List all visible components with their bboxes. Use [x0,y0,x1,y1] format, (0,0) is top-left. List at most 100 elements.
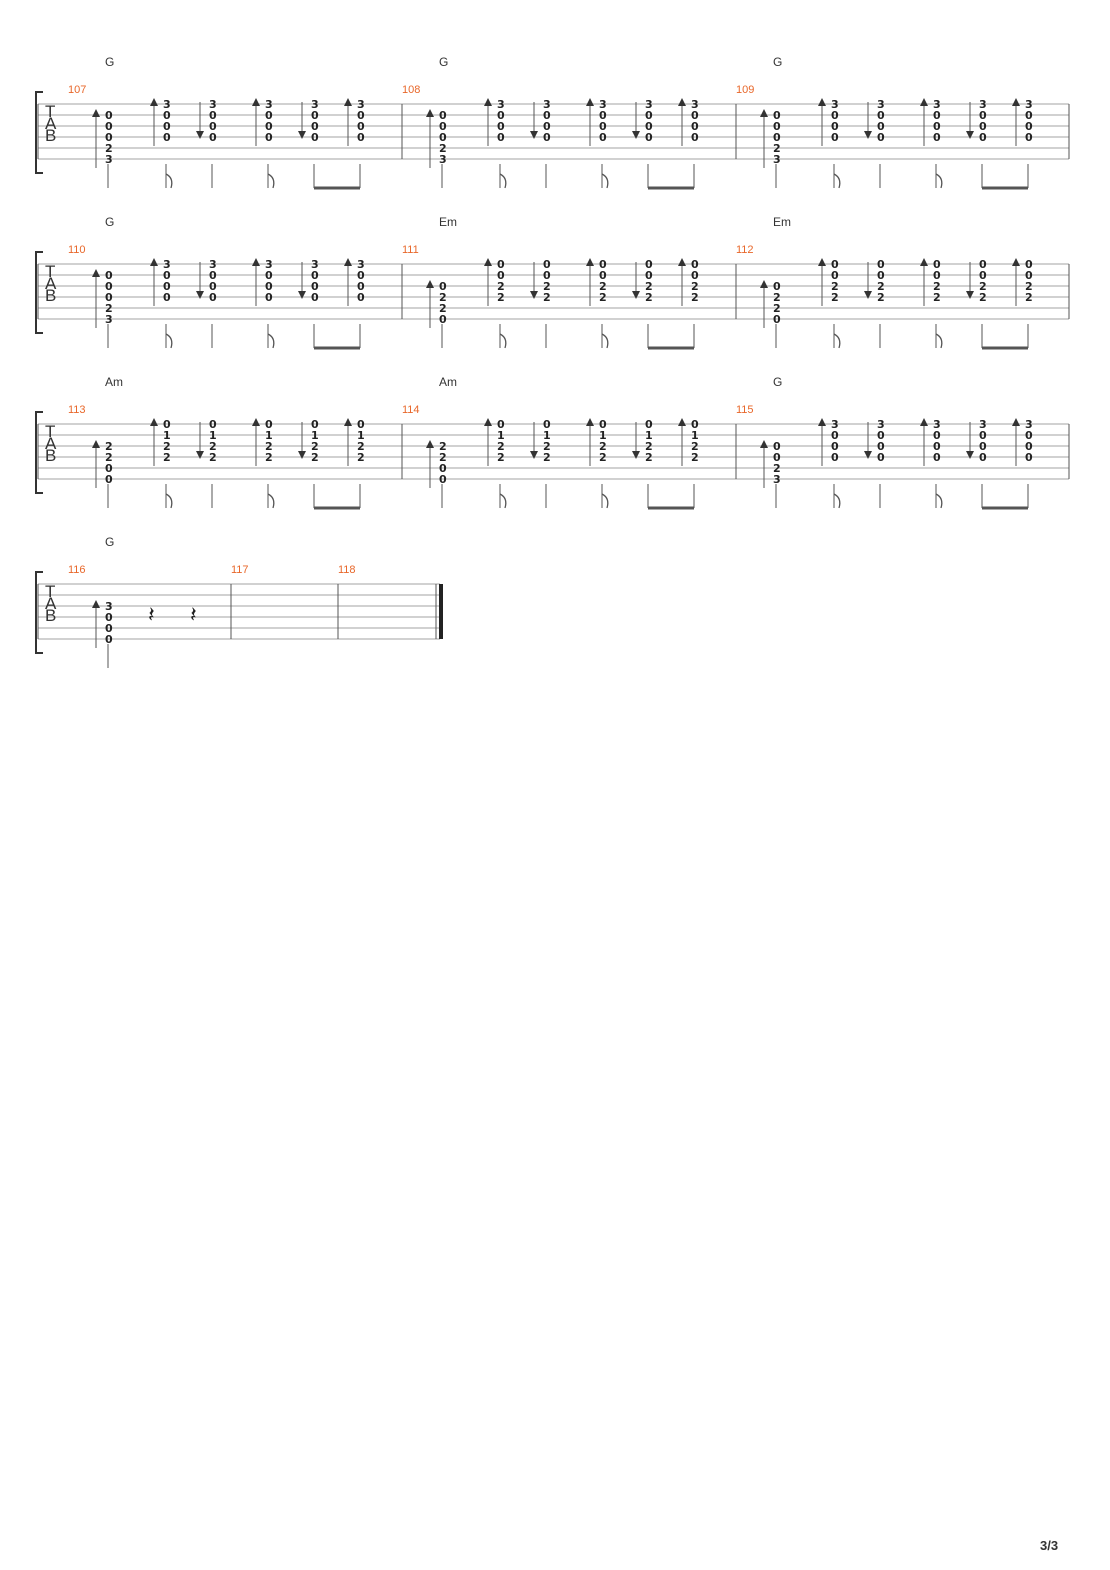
fret-number: 0 [163,131,171,144]
fret-number: 0 [773,109,781,122]
fret-number: 2 [933,291,941,304]
fret-number: 3 [645,98,653,111]
fret-number: 3 [543,98,551,111]
fret-number: 2 [357,440,365,453]
eighth-flag [935,493,943,509]
fret-number: 0 [599,109,607,122]
fret-number: 0 [439,120,447,133]
strum-up-arrow-icon [920,418,928,426]
fret-number: 0 [543,120,551,133]
fret-number: 0 [311,131,319,144]
fret-number: 0 [831,440,839,453]
fret-number: 0 [599,131,607,144]
fret-number: 0 [933,429,941,442]
fret-number: 0 [933,131,941,144]
strum-up-arrow-icon [92,440,100,448]
strum-up-arrow-icon [92,600,100,608]
eighth-flag [833,333,841,349]
strum-down-arrow-icon [298,451,306,459]
fret-number: 0 [877,131,885,144]
measure-number: 110 [68,244,86,256]
strum-down-arrow-icon [864,291,872,299]
fret-number: 0 [691,109,699,122]
chord-name: Am [439,375,457,389]
fret-number: 0 [163,418,171,431]
eighth-flag [499,493,507,509]
fret-number: 2 [979,291,987,304]
fret-number: 2 [773,291,781,304]
measure-number: 116 [68,564,86,576]
eighth-flag [833,173,841,189]
fret-number: 0 [877,451,885,464]
fret-number: 0 [311,109,319,122]
fret-number: 3 [209,258,217,271]
strum-down-arrow-icon [530,451,538,459]
fret-number: 3 [831,98,839,111]
strum-down-arrow-icon [196,291,204,299]
fret-number: 2 [645,280,653,293]
chord-name: G [105,535,114,549]
tab-clef-letter: T [45,262,55,281]
fret-number: 0 [209,280,217,293]
fret-number: 2 [543,280,551,293]
fret-number: 2 [773,462,781,475]
eighth-flag [267,173,275,189]
fret-number: 1 [163,429,171,442]
tab-clef-letter: T [45,582,55,601]
fret-number: 0 [105,622,113,635]
tab-clef-letter: B [45,286,56,305]
fret-number: 0 [645,120,653,133]
fret-number: 2 [933,280,941,293]
fret-number: 2 [209,451,217,464]
fret-number: 0 [105,611,113,624]
fret-number: 2 [543,440,551,453]
fret-number: 0 [979,120,987,133]
fret-number: 2 [439,302,447,315]
fret-number: 3 [209,98,217,111]
tab-clef-letter: A [45,434,57,453]
fret-number: 0 [691,131,699,144]
measure-number: 109 [736,84,754,96]
eighth-flag [601,173,609,189]
strum-up-arrow-icon [760,280,768,288]
fret-number: 2 [497,280,505,293]
strum-up-arrow-icon [150,418,158,426]
strum-up-arrow-icon [426,440,434,448]
strum-up-arrow-icon [344,258,352,266]
fret-number: 0 [773,451,781,464]
fret-number: 0 [357,109,365,122]
measure-number: 112 [736,244,754,256]
fret-number: 0 [543,131,551,144]
fret-number: 1 [357,429,365,442]
fret-number: 2 [497,440,505,453]
fret-number: 0 [1025,131,1033,144]
strum-up-arrow-icon [252,258,260,266]
strum-up-arrow-icon [344,98,352,106]
fret-number: 2 [311,440,319,453]
tab-clef-letter: B [45,446,56,465]
measure-number: 108 [402,84,420,96]
strum-up-arrow-icon [678,258,686,266]
fret-number: 2 [599,280,607,293]
fret-number: 1 [209,429,217,442]
fret-number: 0 [497,120,505,133]
fret-number: 0 [773,313,781,326]
quarter-rest-icon: 𝄽 [148,603,155,628]
fret-number: 2 [357,451,365,464]
strum-up-arrow-icon [426,109,434,117]
fret-number: 0 [209,269,217,282]
fret-number: 0 [439,313,447,326]
fret-number: 0 [265,418,273,431]
fret-number: 0 [497,418,505,431]
fret-number: 0 [497,109,505,122]
fret-number: 0 [439,280,447,293]
fret-number: 2 [105,440,113,453]
tab-clef-letter: A [45,594,57,613]
fret-number: 0 [543,269,551,282]
fret-number: 2 [599,440,607,453]
fret-number: 0 [1025,451,1033,464]
fret-number: 2 [645,291,653,304]
fret-number: 0 [163,109,171,122]
fret-number: 2 [265,451,273,464]
